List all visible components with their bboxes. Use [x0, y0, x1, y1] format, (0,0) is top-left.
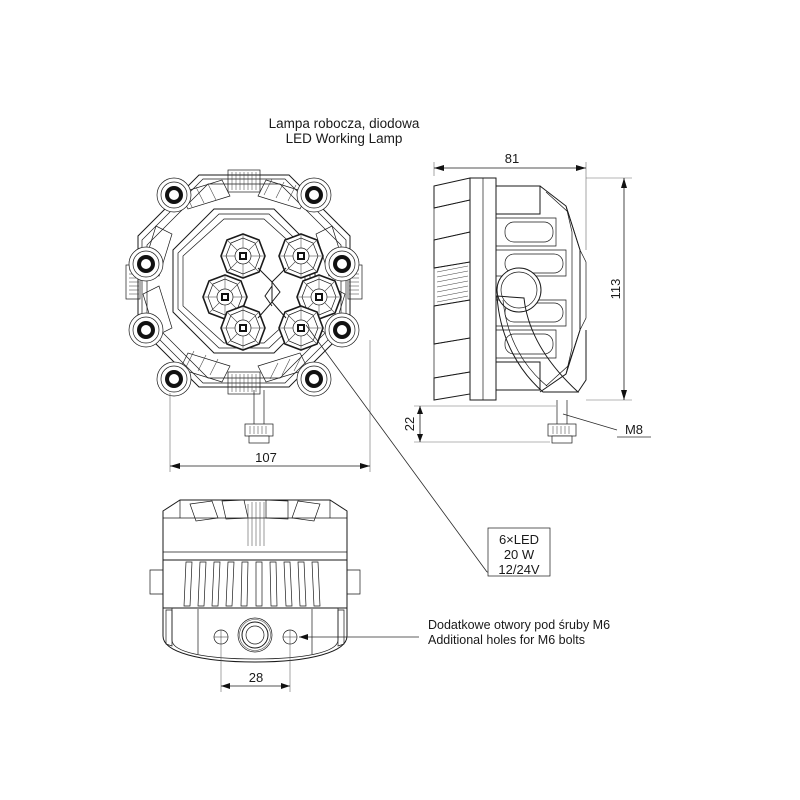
mounting-boss	[324, 246, 360, 282]
dimension-depth-81: 81	[433, 151, 587, 250]
bottom-center-boss	[237, 617, 273, 653]
front-led-reflectors	[202, 233, 342, 351]
mounting-boss	[128, 246, 164, 282]
mounting-boss	[296, 177, 332, 213]
bottom-view	[149, 500, 361, 662]
dimension-value-107: 107	[255, 450, 277, 465]
bottom-housing-lip	[163, 608, 347, 662]
note-line-en: Additional holes for M6 bolts	[428, 633, 585, 647]
side-pivot-bracket	[497, 268, 586, 392]
dimension-value-28: 28	[249, 670, 263, 685]
dimension-value-22: 22	[402, 417, 417, 431]
led-reflector	[220, 305, 266, 351]
side-view	[434, 178, 587, 444]
bottom-m6-holes	[213, 629, 298, 645]
front-lens-web	[257, 267, 287, 319]
dimension-value-113: 113	[608, 279, 623, 300]
label-m8: M8	[562, 413, 651, 438]
dimension-width-107: 107	[169, 340, 371, 472]
callout-line-1: 6×LED	[499, 532, 539, 547]
dimension-stud-22: 22	[402, 405, 556, 443]
drawing-title-en: LED Working Lamp	[286, 131, 403, 146]
mounting-boss	[156, 361, 192, 397]
m6-hole	[213, 629, 229, 645]
callout-line-2: 20 W	[504, 547, 535, 562]
front-lens-area	[173, 209, 315, 353]
callout-line-3: 12/24V	[498, 562, 540, 577]
mounting-boss	[128, 312, 164, 348]
mounting-boss	[156, 177, 192, 213]
dimension-height-113: 113	[586, 177, 632, 401]
side-lens-face	[540, 186, 587, 392]
front-ribs	[227, 169, 261, 395]
front-mounting-stud	[244, 390, 274, 444]
side-mounting-stud	[547, 400, 577, 444]
front-view	[125, 169, 363, 444]
note-line-pl: Dodatkowe otwory pod śruby M6	[428, 618, 610, 632]
m6-holes-note: Dodatkowe otwory pod śruby M6 Additional…	[299, 618, 610, 647]
dimension-holes-28: 28	[220, 644, 291, 692]
m6-hole	[282, 629, 298, 645]
led-reflector	[278, 305, 324, 351]
mounting-boss	[296, 361, 332, 397]
mounting-boss	[324, 312, 360, 348]
front-mounting-bosses	[128, 177, 360, 397]
drawing-title-pl: Lampa robocza, diodowa	[269, 116, 420, 131]
label-m8-text: M8	[625, 422, 643, 437]
led-reflector	[278, 233, 324, 279]
led-spec-callout: 6×LED 20 W 12/24V	[305, 324, 551, 577]
dimension-value-81: 81	[505, 151, 519, 166]
led-reflector	[220, 233, 266, 279]
